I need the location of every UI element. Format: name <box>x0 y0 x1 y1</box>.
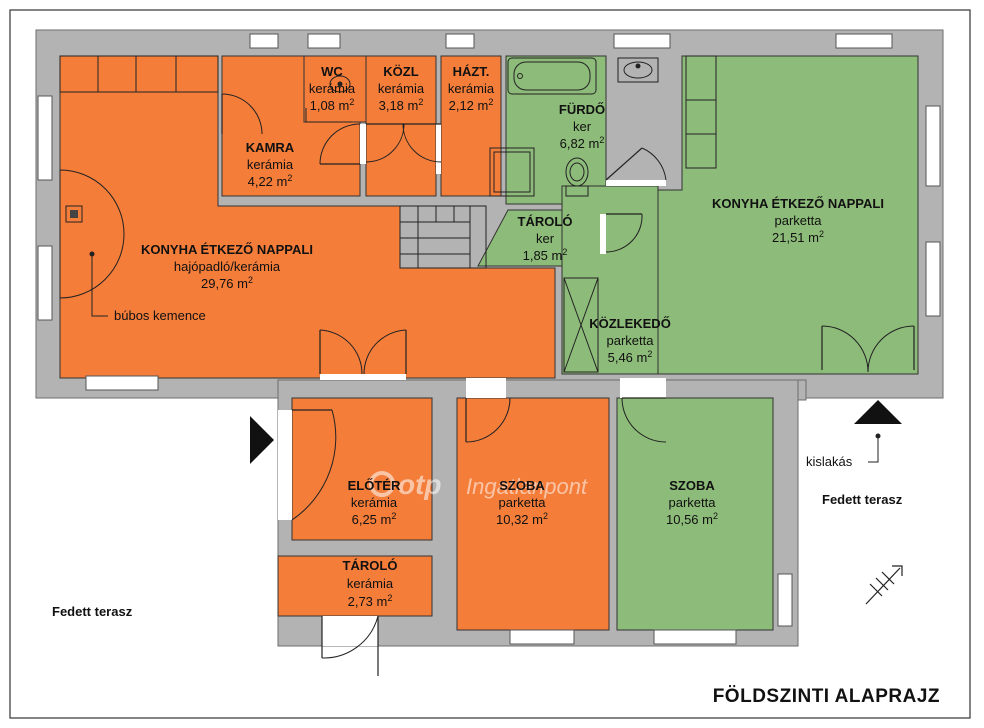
watermark: otp Ingatlanpont <box>369 469 588 500</box>
room-tarolo-2-floor <box>277 555 433 617</box>
room-name: TÁROLÓ <box>518 214 573 229</box>
room-name: WC <box>321 64 343 79</box>
room-material: parketta <box>607 333 655 348</box>
stairs <box>399 205 487 269</box>
room-material: kerámia <box>378 81 425 96</box>
watermark-suffix: Ingatlanpont <box>466 474 588 499</box>
room-material: kerámia <box>247 157 294 172</box>
room-name: SZOBA <box>669 478 715 493</box>
room-area: 6,25 m2 <box>352 511 397 527</box>
room-area: 1,85 m2 <box>523 247 568 263</box>
room-name: HÁZT. <box>453 64 490 79</box>
room-material: kerámia <box>309 81 356 96</box>
room-name: TÁROLÓ <box>343 558 398 573</box>
room-wc-floor <box>303 55 367 123</box>
room-area: 21,51 m2 <box>772 229 824 245</box>
kislakas-arrow-icon <box>854 400 902 424</box>
watermark-brand: otp <box>398 469 442 500</box>
north-compass-icon <box>865 565 903 605</box>
room-area: 29,76 m2 <box>201 275 253 291</box>
room-area: 4,22 m2 <box>248 173 293 189</box>
room-name: ELŐTÉR <box>348 478 401 493</box>
wc-fixtures <box>305 75 352 123</box>
kitchen-counter <box>59 55 219 93</box>
room-material: ker <box>573 119 592 134</box>
terrace-left-label: Fedett terasz <box>52 604 133 619</box>
room-area: 10,32 m2 <box>496 511 548 527</box>
room-area: 5,46 m2 <box>608 349 653 365</box>
doors <box>221 93 915 676</box>
room-material: parketta <box>669 495 717 510</box>
stove-label: búbos kemence <box>114 308 206 323</box>
room-area: 3,18 m2 <box>379 97 424 113</box>
room-material: hajópadló/kerámia <box>174 259 281 274</box>
plan-title: FÖLDSZINTI ALAPRAJZ <box>713 686 940 707</box>
room-name: KAMRA <box>246 140 295 155</box>
room-material: parketta <box>499 495 547 510</box>
room-szoba-2-floor <box>616 397 774 631</box>
kislakas-entrance <box>854 400 902 463</box>
room-area: 2,73 m2 <box>348 593 393 609</box>
room-name: KÖZLEKEDŐ <box>589 316 671 331</box>
room-name: KONYHA ÉTKEZŐ NAPPALI <box>141 242 313 257</box>
orange-rooms <box>59 55 610 631</box>
door-gaps <box>278 124 666 646</box>
room-material: kerámia <box>448 81 495 96</box>
stove-icon <box>59 169 125 317</box>
room-labels: KONYHA ÉTKEZŐ NAPPALI hajópadló/kerámia … <box>141 64 884 609</box>
room-name: KÖZL <box>383 64 418 79</box>
room-area: 6,82 m2 <box>560 135 605 151</box>
room-material: kerámia <box>347 576 394 591</box>
room-area: 2,12 m2 <box>449 97 494 113</box>
room-hazt-floor <box>440 55 502 197</box>
room-area: 1,08 m2 <box>310 97 355 113</box>
room-material: parketta <box>775 213 823 228</box>
room-name: SZOBA <box>499 478 545 493</box>
room-szoba-1-floor <box>456 397 610 631</box>
room-name: FÜRDŐ <box>559 102 605 117</box>
bathroom-fixtures <box>489 57 659 197</box>
room-material: ker <box>536 231 555 246</box>
room-area: 10,56 m2 <box>666 511 718 527</box>
kislakas-label: kislakás <box>806 454 853 469</box>
windows <box>37 33 941 645</box>
room-name: KONYHA ÉTKEZŐ NAPPALI <box>712 196 884 211</box>
entrance-arrow-icon <box>250 416 274 464</box>
watermark-logo-icon <box>369 471 395 497</box>
room-material: kerámia <box>351 495 398 510</box>
terrace-right-label: Fedett terasz <box>822 492 903 507</box>
kitchen-cabinets-right <box>685 55 717 169</box>
room-eloter-floor <box>291 397 433 541</box>
closet <box>563 277 599 373</box>
